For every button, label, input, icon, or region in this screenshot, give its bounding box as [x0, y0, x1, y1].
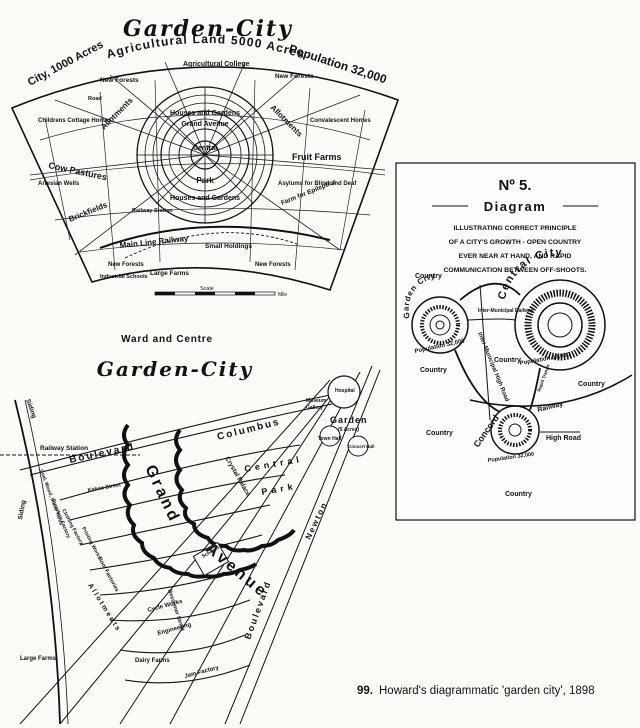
caption-number: 99.	[357, 685, 373, 697]
ring-roads	[19, 394, 333, 684]
label-cow-pastures: Cow Pastures	[48, 160, 108, 182]
diagram-no5: Nº 5. Diagram ILLUSTRATING CORRECT PRINC…	[395, 162, 636, 521]
label-childrens-cottage-homes: Childrens Cottage Homes	[38, 118, 112, 124]
label-brickfields: Brickfields	[67, 200, 109, 224]
label-new-forests-left: New Forests	[100, 77, 139, 84]
ward-centre-title-line1: Ward and Centre	[121, 334, 213, 345]
label-new-forests-bottom-right: New Forests	[255, 262, 291, 268]
engineering-label: Engineering	[157, 622, 192, 637]
country-top: Country	[415, 273, 442, 280]
railway-station-label: Railway Station	[40, 445, 88, 452]
hospital-label: Hospital	[335, 388, 355, 394]
central-city-rings	[514, 279, 606, 371]
label-convalescent-homes: Convalescent Homes	[310, 118, 371, 124]
central-label: Central	[244, 454, 304, 474]
crystal-palace-label: Crystal Palace	[223, 456, 251, 498]
diagram5-title: Diagram	[484, 199, 547, 214]
label-small-holdings: Small Holdings	[205, 243, 252, 250]
label-allotments-right: Allotments	[269, 103, 305, 139]
subtitle-line-4: COMMUNICATION BETWEEN OFF-SHOOTS.	[444, 267, 587, 274]
scale-bar: Scale Mile	[154, 286, 287, 298]
fan-radial-lines	[29, 61, 386, 256]
subtitle-line-3: EVER NEAR AT HAND, AND RAPID	[459, 253, 572, 260]
fan-outline	[10, 66, 400, 291]
grand-avenue-hedges	[122, 423, 296, 579]
newton-label: Newton	[304, 500, 329, 541]
label-fruit-farms: Fruit Farms	[292, 152, 342, 162]
scale-mile-label: Mile	[278, 292, 287, 298]
main-line-railway	[99, 225, 331, 249]
inter-municipal-railway-label: Inter-Municipal Railway	[478, 308, 534, 314]
ward-centre-title-line2: Garden-City	[97, 357, 254, 381]
label-industrial-schools: Industrial Schools	[100, 274, 148, 280]
diagram5-subtitle: ILLUSTRATING CORRECT PRINCIPLE OF A CITY…	[444, 225, 587, 274]
dairy-farms-label: Dairy Farms	[135, 658, 170, 664]
label-large-farms: Large Farms	[150, 270, 189, 277]
label-railway-station: Railway Station	[132, 208, 173, 214]
label-houses-gardens-bottom: Houses and Gardens	[170, 195, 240, 202]
concert-hall-label: Concert Hall	[348, 444, 375, 449]
label-new-forests-right: New Forests	[275, 73, 314, 80]
country-mid: Country	[494, 357, 521, 364]
gallery-label: Gallery	[306, 405, 323, 411]
subtitle-line-1: ILLUSTRATING CORRECT PRINCIPLE	[454, 225, 577, 232]
radial-roads	[19, 365, 381, 725]
country-right: Country	[578, 381, 605, 388]
ward-buildings	[192, 375, 369, 577]
country-left: Country	[426, 430, 453, 437]
siding-label-bottom: Siding	[17, 500, 27, 521]
label-grand-avenue: Grand Avenue	[181, 121, 228, 128]
garden-city-diagram: Garden-City Agricultural Land 5000 Acres…	[10, 16, 400, 298]
label-park: Park	[196, 176, 214, 185]
ward-centre-diagram: Ward and Centre Garden-City	[0, 334, 381, 725]
garden-acres-label: (5 Acres)	[338, 427, 360, 433]
high-road-label: High Road	[546, 435, 581, 442]
label-main-line-railway: Main Line Railway	[119, 234, 189, 250]
subtitle-line-2: OF A CITY'S GROWTH - OPEN COUNTRY	[449, 239, 582, 246]
country-bottom: Country	[505, 491, 532, 498]
country-mid-left: Country	[420, 367, 447, 374]
label-new-forests-bottom-left: New Forests	[108, 262, 144, 268]
garden-city-title: Garden-City	[123, 16, 293, 42]
siding-railway	[0, 399, 140, 725]
garden-label: Garden	[330, 415, 368, 425]
boot-factories-label: Boot Factories	[96, 556, 119, 593]
museum-label: Museum	[306, 398, 327, 404]
railway-branch	[124, 232, 301, 259]
fan-field-arcs	[29, 79, 386, 271]
city-boulevards	[137, 87, 273, 223]
label-allotments-left: Allotments	[99, 95, 135, 131]
jam-factory-label: Jam Factory	[184, 665, 220, 680]
columbus-label: Columbus	[216, 417, 282, 443]
park-label: Park	[261, 481, 298, 497]
label-central: Central	[193, 145, 217, 152]
town-hall-label: Town Hall	[318, 436, 342, 442]
label-artesian-wells: Artesian Wells	[38, 181, 80, 187]
garden-city-rings	[411, 296, 469, 354]
siding-label-top: Siding	[24, 398, 37, 419]
label-asylums: Asylums for Blind and Deaf	[278, 181, 357, 187]
label-road: Road	[88, 96, 102, 102]
scale-label: Scale	[200, 286, 214, 292]
caption-text: Howard's diagrammatic 'garden city', 189…	[379, 685, 595, 697]
diagram5-number: Nº 5.	[499, 177, 532, 194]
label-agricultural-college: Agricultural College	[183, 61, 250, 68]
kelvin-street-label: Kelvin Street	[87, 482, 121, 494]
figure-caption: 99. Howard's diagrammatic 'garden city', …	[357, 684, 627, 698]
label-houses-gardens-top: Houses and Gardens	[170, 110, 240, 117]
diagram5-frame	[395, 162, 636, 521]
diagram5-connections	[454, 282, 633, 433]
large-farms-label: Large Farms	[20, 656, 57, 662]
